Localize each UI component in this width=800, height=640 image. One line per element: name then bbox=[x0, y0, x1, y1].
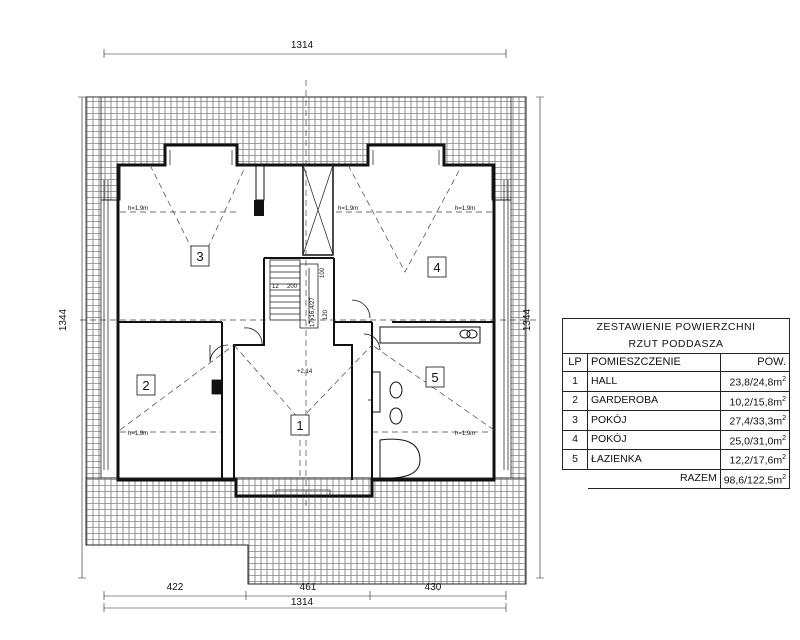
table-row: 3 POKÓJ 27,4/33,3m2 bbox=[562, 410, 791, 431]
svg-text:4: 4 bbox=[433, 260, 440, 275]
height-note-room-4-left: h=1,9m bbox=[338, 206, 358, 212]
table-row: 4 POKÓJ 25,0/31,0m2 bbox=[562, 429, 791, 450]
height-note-room-3: h=1,9m bbox=[128, 206, 148, 212]
roof-tiles bbox=[85, 96, 527, 585]
col-header-area: POW. bbox=[719, 353, 791, 372]
dim-bottom-total: 1314 bbox=[291, 597, 314, 608]
dim-top-width: 1314 bbox=[291, 40, 314, 51]
svg-text:5: 5 bbox=[431, 370, 438, 385]
stair-step: +2,14 bbox=[297, 369, 313, 375]
table-row: 1 HALL 23,8/24,8m2 bbox=[562, 371, 791, 392]
room-label-1: 1 bbox=[290, 414, 310, 436]
area-table: ZESTAWIENIE POWIERZCHNI RZUT PODDASZA LP… bbox=[562, 318, 791, 489]
inner-walls bbox=[118, 257, 494, 480]
table-total-row: RAZEM 98,6/122,5m2 bbox=[563, 468, 791, 489]
height-note-room-2: h=1,9m bbox=[128, 431, 148, 437]
table-row: 5 ŁAZIENKA 12,2/17,6m2 bbox=[562, 449, 791, 470]
dim-bottom-left: 422 bbox=[167, 582, 184, 593]
height-note-room-4-right: h=1,9m bbox=[455, 206, 475, 212]
room-label-2: 2 bbox=[136, 374, 156, 396]
room-label-3: 3 bbox=[190, 245, 210, 267]
stair-run: 120 bbox=[323, 309, 329, 320]
dim-bottom-right: 430 bbox=[425, 582, 442, 593]
table-row: 2 GARDEROBA 10,2/15,8m2 bbox=[562, 390, 791, 411]
stair-w1: 12 bbox=[272, 284, 279, 290]
room-label-4: 4 bbox=[427, 256, 447, 278]
dim-right-height: 1344 bbox=[522, 308, 533, 331]
bathroom-fixtures bbox=[371, 326, 481, 479]
total-label: RAZEM bbox=[587, 468, 721, 489]
room-label-5: 5 bbox=[425, 366, 445, 388]
stair bbox=[269, 259, 319, 329]
outer-walls bbox=[116, 143, 496, 498]
height-note-room-5: h=1,9m bbox=[455, 431, 475, 437]
area-table-title: ZESTAWIENIE POWIERZCHNI bbox=[562, 318, 790, 336]
chimney bbox=[254, 164, 334, 256]
window-lines bbox=[103, 150, 509, 496]
svg-text:3: 3 bbox=[196, 249, 203, 264]
stair-w3: 100 bbox=[320, 267, 326, 278]
col-header-name: POMIESZCZENIE bbox=[587, 353, 721, 372]
stair-note: 17x16,4/27 bbox=[310, 297, 316, 327]
svg-text:2: 2 bbox=[142, 378, 149, 393]
svg-text:1: 1 bbox=[296, 418, 303, 433]
dim-left-height: 1344 bbox=[58, 308, 69, 331]
doors bbox=[209, 299, 381, 401]
dimension-lines bbox=[78, 49, 544, 612]
area-table-subtitle: RZUT PODDASZA bbox=[562, 336, 790, 354]
col-header-lp: LP bbox=[562, 353, 588, 372]
dim-bottom-mid: 461 bbox=[300, 582, 317, 593]
total-value: 98,6/122,5m2 bbox=[719, 468, 791, 489]
stair-w2: 200 bbox=[287, 284, 298, 290]
